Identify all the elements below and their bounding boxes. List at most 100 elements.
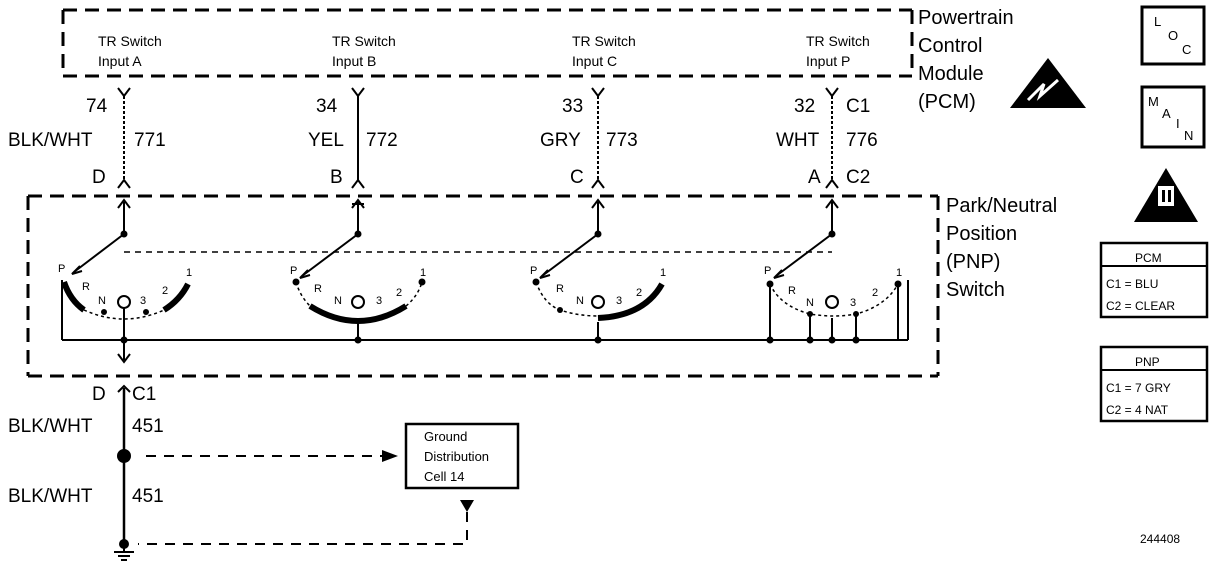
ground-wire-color-upper: BLK/WHT (8, 416, 93, 437)
pnp-pin-c: C (570, 167, 584, 188)
connector-c1-top: C1 (846, 96, 870, 117)
pcm-input-b-line1: TR Switch (332, 33, 396, 49)
pos-1-b: 1 (420, 267, 426, 279)
pos-n-a: N (98, 295, 106, 307)
pnp-name-line3: (PNP) (946, 251, 1000, 273)
switch-section-a: P R N 3 2 1 (58, 230, 192, 364)
obd-ii-icon: OBD II (1134, 168, 1198, 222)
svg-text:O: O (1168, 28, 1178, 43)
ground-distribution-box (404, 422, 520, 490)
main-icon: M A I N (1140, 85, 1206, 149)
pos-3-c: 3 (616, 295, 622, 307)
svg-text:N: N (1184, 128, 1193, 143)
pnp-boundary (26, 194, 940, 378)
wire-color-p: WHT (776, 130, 820, 151)
ground-circuit: D C1 BLK/WHT 451 BLK/WHT 451 Ground Dist… (8, 384, 520, 561)
svg-text:A: A (1162, 106, 1171, 121)
svg-text:I: I (1176, 116, 1180, 131)
pos-r-a: R (82, 281, 90, 293)
switch-section-c: P R N 3 2 1 (530, 230, 666, 344)
pos-r-c: R (556, 283, 564, 295)
pcm-legend-c2: C2 = CLEAR (1106, 299, 1175, 313)
gd-line2: Distribution (424, 449, 489, 464)
pnp-name-line2: Position (946, 223, 1017, 245)
pcm-legend-title: PCM (1135, 251, 1162, 265)
pos-3-b: 3 (376, 295, 382, 307)
ground-wire-color-lower: BLK/WHT (8, 486, 93, 507)
circuit-776: 776 (846, 130, 878, 151)
pcm-name-line1: Powertrain (918, 7, 1014, 29)
pos-2-c: 2 (636, 287, 642, 299)
pos-p-c: P (530, 265, 537, 277)
pnp-name-line1: Park/Neutral (946, 195, 1057, 217)
pos-2-b: 2 (396, 287, 402, 299)
svg-text:M: M (1148, 94, 1159, 109)
pnp-switch: Park/Neutral Position (PNP) Switch (26, 194, 1057, 378)
switch-section-b: P R N 3 2 1 (290, 230, 426, 344)
pin-33: 33 (562, 96, 583, 117)
pcm-input-b-line2: Input B (332, 53, 376, 69)
pnp-legend-title: PNP (1135, 355, 1160, 369)
gd-line3: Cell 14 (424, 469, 464, 484)
pos-n-b: N (334, 295, 342, 307)
svg-text:C: C (1182, 42, 1191, 57)
pcm-boundary (61, 8, 914, 78)
pcm-input-p-line1: TR Switch (806, 33, 870, 49)
pcm-name-line3: Module (918, 63, 984, 85)
pcm-input-c-line2: Input C (572, 53, 617, 69)
pcm-module: Powertrain Control Module (PCM) TR Switc… (61, 7, 1086, 113)
pos-1-a: 1 (186, 267, 192, 279)
pos-r-p: R (788, 285, 796, 297)
wire-color-a: BLK/WHT (8, 130, 93, 151)
ground-connector-c1: C1 (132, 384, 156, 405)
wire-color-c: GRY (540, 130, 581, 151)
pos-p-p: P (764, 265, 771, 277)
pin-74: 74 (86, 96, 108, 117)
pos-r-b: R (314, 283, 322, 295)
pcm-input-p-line2: Input P (806, 53, 850, 69)
pnp-name-line4: Switch (946, 279, 1005, 301)
pos-2-p: 2 (872, 287, 878, 299)
pcm-connector-legend: PCM C1 = BLU C2 = CLEAR (1099, 241, 1209, 319)
pos-1-p: 1 (896, 267, 902, 279)
figure-number: 244408 (1140, 532, 1180, 546)
signal-wires (117, 87, 839, 189)
terminal-top (117, 87, 131, 98)
circuit-772: 772 (366, 130, 398, 151)
wire-color-b: YEL (308, 130, 344, 151)
circuit-773: 773 (606, 130, 638, 151)
pnp-pin-b: B (330, 167, 343, 188)
esd-warning-icon (1010, 58, 1086, 108)
pcm-name-line2: Control (918, 35, 982, 57)
pos-2-a: 2 (162, 285, 168, 297)
pin-32: 32 (794, 96, 815, 117)
pnp-legend-c2: C2 = 4 NAT (1106, 403, 1169, 417)
pos-1-c: 1 (660, 267, 666, 279)
pos-3-a: 3 (140, 295, 146, 307)
pcm-name-line4: (PCM) (918, 91, 976, 113)
pos-p-a: P (58, 263, 65, 275)
pnp-legend-c1: C1 = 7 GRY (1106, 381, 1171, 395)
pnp-pin-d: D (92, 167, 106, 188)
connector-c2-bottom: C2 (846, 167, 870, 188)
svg-text:OBD II: OBD II (1151, 212, 1175, 221)
switch-section-p: P R N 3 2 1 (764, 230, 902, 344)
pcm-input-a-line1: TR Switch (98, 33, 162, 49)
ground-symbol-icon (114, 544, 134, 561)
ground-circuit-lower: 451 (132, 486, 164, 507)
pcm-input-a-line2: Input A (98, 53, 142, 69)
pnp-connector-legend: PNP C1 = 7 GRY C2 = 4 NAT (1099, 345, 1209, 423)
ground-pin-d: D (92, 384, 106, 405)
svg-text:L: L (1154, 14, 1161, 29)
ground-terminal (117, 384, 131, 393)
pos-n-c: N (576, 295, 584, 307)
loc-icon: L O C (1140, 5, 1206, 66)
circuit-labels: 74 BLK/WHT 771 D 34 YEL 772 B 33 GRY 773… (8, 96, 878, 188)
pos-3-p: 3 (850, 297, 856, 309)
circuit-771: 771 (134, 130, 166, 151)
gd-line1: Ground (424, 429, 467, 444)
pnp-pin-a: A (808, 167, 821, 188)
ground-splice (117, 449, 131, 463)
